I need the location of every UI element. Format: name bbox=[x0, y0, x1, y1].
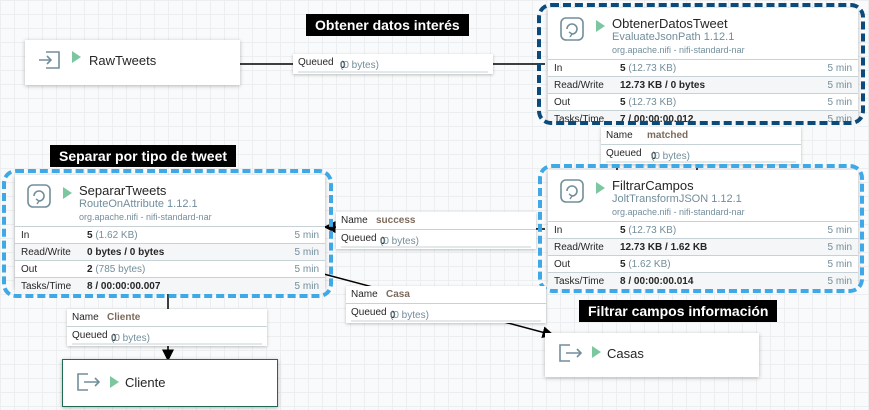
processor-name: ObtenerDatosTweet bbox=[612, 16, 728, 31]
connection-queue-cliente[interactable]: Name Cliente Queued 0 (0 bytes) bbox=[67, 309, 267, 346]
annotation-filtrar: Filtrar campos información bbox=[579, 300, 778, 322]
run-state-icon bbox=[592, 346, 601, 358]
annotation-separar: Separar por tipo de tweet bbox=[50, 145, 237, 167]
processor-obtenerdatostweet[interactable]: ObtenerDatosTweet EvaluateJsonPath 1.12.… bbox=[548, 8, 858, 127]
run-state-icon bbox=[72, 51, 81, 63]
processor-filtrarcampos[interactable]: FiltrarCampos JoltTransformJSON 1.12.1 o… bbox=[548, 170, 858, 289]
processor-name: FiltrarCampos bbox=[612, 178, 694, 193]
run-state-icon bbox=[596, 182, 605, 194]
connection-name: Cliente bbox=[107, 312, 141, 323]
processor-icon bbox=[560, 179, 584, 203]
input-port-rawtweets[interactable]: RawTweets bbox=[25, 40, 240, 85]
processor-type: JoltTransformJSON 1.12.1 bbox=[612, 193, 742, 205]
connection-queue-matched[interactable]: Name matched Queued 0 (0 bytes) bbox=[601, 127, 801, 164]
output-port-cliente[interactable]: Cliente bbox=[62, 359, 278, 407]
run-state-icon bbox=[596, 20, 605, 32]
run-state-icon bbox=[110, 376, 119, 388]
connection-name: Casa bbox=[386, 289, 410, 300]
queued-label: Queued bbox=[298, 57, 334, 68]
processor-name: SepararTweets bbox=[79, 183, 167, 198]
connection-name: success bbox=[376, 215, 416, 226]
output-port-icon bbox=[77, 373, 101, 391]
processor-bundle: org.apache.nifi - nifi-standard-nar bbox=[612, 207, 745, 217]
output-port-icon bbox=[559, 344, 583, 362]
processor-bundle: org.apache.nifi - nifi-standard-nar bbox=[612, 45, 745, 55]
processor-type: EvaluateJsonPath 1.12.1 bbox=[612, 31, 735, 43]
port-name: RawTweets bbox=[89, 53, 157, 68]
connection-queue-raw[interactable]: Queued 0 (0 bytes) bbox=[293, 54, 493, 74]
connection-name: matched bbox=[647, 130, 689, 141]
port-name: Cliente bbox=[125, 375, 166, 390]
port-name: Casas bbox=[607, 346, 644, 361]
processor-icon bbox=[27, 184, 51, 208]
input-port-icon bbox=[39, 51, 60, 69]
processor-bundle: org.apache.nifi - nifi-standard-nar bbox=[79, 212, 212, 222]
processor-separartweets[interactable]: SepararTweets RouteOnAttribute 1.12.1 or… bbox=[15, 175, 325, 294]
connection-queue-casa[interactable]: Name Casa Queued 0 (0 bytes) bbox=[346, 286, 546, 323]
annotation-obtener: Obtener datos interés bbox=[306, 14, 469, 36]
processor-icon bbox=[560, 17, 584, 41]
connection-queue-success[interactable]: Name success Queued 0 (0 bytes) bbox=[336, 212, 536, 249]
processor-type: RouteOnAttribute 1.12.1 bbox=[79, 198, 198, 210]
output-port-casas[interactable]: Casas bbox=[545, 333, 759, 377]
run-state-icon bbox=[63, 187, 72, 199]
